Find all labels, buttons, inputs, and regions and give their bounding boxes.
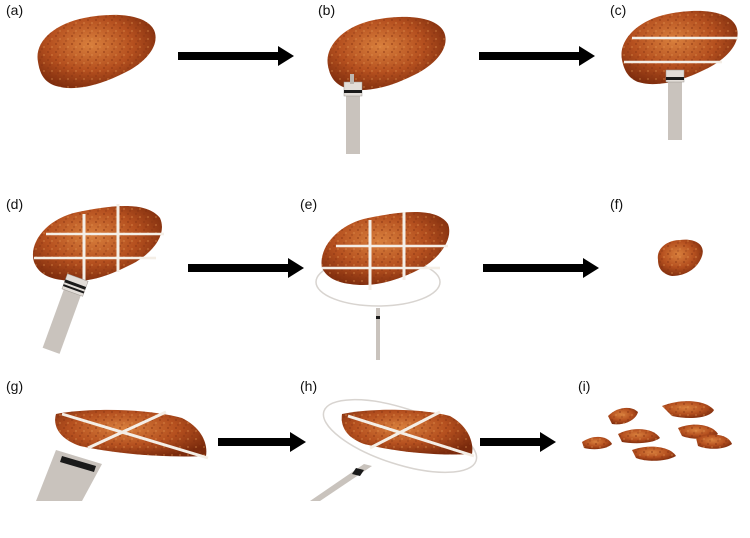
blade-band	[344, 90, 362, 93]
tissue-horizontal-cuts	[621, 10, 738, 140]
blade-band	[376, 316, 380, 319]
cut-line	[61, 412, 209, 460]
panel-label-b: (b)	[318, 2, 336, 18]
tissue-fragments	[582, 401, 732, 461]
tissue-slice-diagonal-cut	[36, 409, 209, 501]
panel-f: (f)	[610, 196, 750, 356]
panel-label-g: (g)	[6, 378, 24, 394]
panel-label-c: (c)	[610, 2, 627, 18]
arrow-a-to-b	[178, 46, 294, 66]
panel-label-a: (a)	[6, 2, 24, 18]
panel-c: (c)	[610, 2, 750, 162]
blade-handle	[376, 308, 380, 360]
panel-i: (i)	[578, 378, 750, 538]
fragment	[608, 407, 638, 425]
arrow-g-to-h	[218, 432, 306, 452]
panel-label-h: (h)	[300, 378, 318, 394]
cut-line	[87, 410, 167, 450]
cut-line	[369, 410, 441, 450]
fragment	[696, 434, 732, 449]
panel-label-i: (i)	[578, 378, 591, 394]
tissue-grid-ring	[315, 212, 450, 360]
panel-e: (e)	[300, 196, 480, 360]
blade-handle	[346, 94, 360, 154]
fragment	[618, 429, 660, 444]
blade-band	[352, 468, 364, 476]
panel-label-f: (f)	[610, 196, 624, 212]
panel-label-e: (e)	[300, 196, 318, 212]
tissue-piece	[657, 239, 703, 276]
fragment	[662, 401, 714, 418]
alignment-ring	[322, 398, 478, 474]
arrow-e-to-f	[483, 258, 599, 278]
panel-a: (a)	[6, 2, 186, 162]
arrow-h-to-i	[480, 432, 556, 452]
blade-handle	[36, 450, 102, 501]
cut-line	[347, 414, 475, 458]
fragment	[582, 436, 612, 450]
fragment	[632, 446, 676, 461]
tissue-grid-cuts-blade	[32, 204, 164, 354]
tissue-slice-ring	[310, 398, 478, 501]
blade-band	[64, 279, 87, 290]
panel-b: (b)	[318, 2, 498, 162]
blade-handle	[668, 82, 682, 140]
blade-handle	[42, 289, 81, 354]
panel-g: (g)	[6, 378, 209, 538]
tissue-with-blade	[327, 16, 446, 154]
blade-band	[666, 77, 684, 80]
blade-handle	[310, 464, 372, 501]
arrow-d-to-e	[188, 258, 304, 278]
arrow-b-to-c	[479, 46, 595, 66]
panel-d: (d)	[6, 196, 186, 356]
whole-tissue-sample	[37, 14, 156, 89]
panel-label-d: (d)	[6, 196, 24, 212]
blade-band	[60, 456, 96, 472]
panel-h: (h)	[300, 378, 480, 538]
